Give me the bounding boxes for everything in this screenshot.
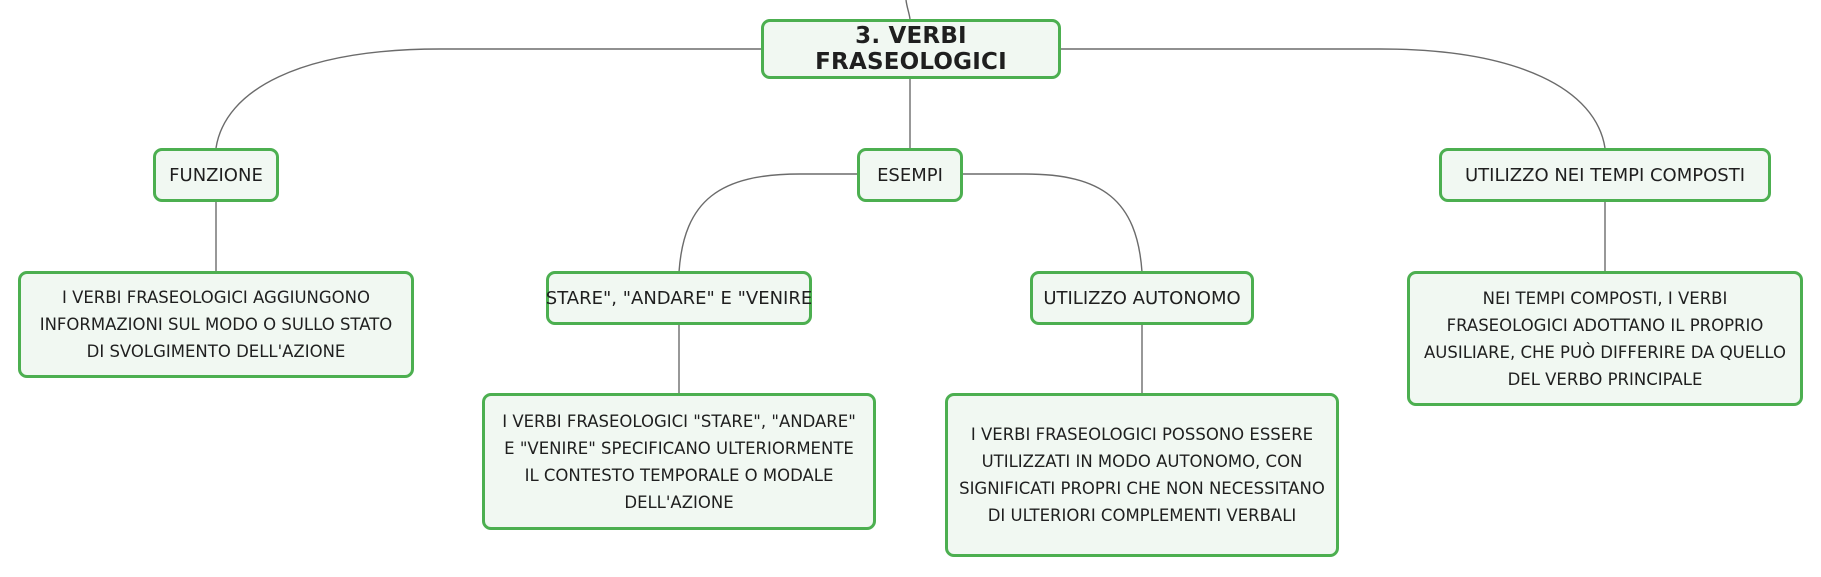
node-autonomo-detail-text: I VERBI FRASEOLOGICI POSSONO ESSERE UTIL…: [959, 425, 1325, 525]
node-tempi-composti-label: UTILIZZO NEI TEMPI COMPOSTI: [1464, 164, 1746, 186]
connector-root-tempi: [1060, 48, 1606, 149]
connector-esempi-stare: [678, 173, 858, 273]
node-stare-andare-venire[interactable]: STARE", "ANDARE" E "VENIRE: [546, 271, 812, 325]
root-node[interactable]: 3. VERBI FRASEOLOGICI: [761, 19, 1061, 79]
node-utilizzo-autonomo-label: UTILIZZO AUTONOMO: [1043, 287, 1241, 309]
root-title: 3. VERBI FRASEOLOGICI: [815, 23, 1007, 75]
node-stare-detail-text: I VERBI FRASEOLOGICI "STARE", "ANDARE" E…: [502, 411, 856, 512]
node-funzione-detail-text: I VERBI FRASEOLOGICI AGGIUNGONO INFORMAZ…: [39, 288, 393, 361]
node-esempi-label: ESEMPI: [877, 164, 943, 186]
connector-incoming-root: [905, 0, 911, 20]
connector-esempi-autonomo: [962, 173, 1143, 273]
node-funzione-label: FUNZIONE: [169, 164, 263, 186]
node-tempi-composti-detail-text: NEI TEMPI COMPOSTI, I VERBI FRASEOLOGICI…: [1424, 288, 1786, 389]
node-esempi[interactable]: ESEMPI: [857, 148, 963, 202]
node-autonomo-detail[interactable]: I VERBI FRASEOLOGICI POSSONO ESSERE UTIL…: [945, 393, 1339, 557]
node-funzione-detail[interactable]: I VERBI FRASEOLOGICI AGGIUNGONO INFORMAZ…: [18, 271, 414, 378]
node-funzione[interactable]: FUNZIONE: [153, 148, 279, 202]
connector-root-funzione: [215, 48, 763, 149]
node-stare-detail[interactable]: I VERBI FRASEOLOGICI "STARE", "ANDARE" E…: [482, 393, 876, 530]
node-stare-andare-venire-label: STARE", "ANDARE" E "VENIRE: [545, 287, 813, 309]
node-tempi-composti[interactable]: UTILIZZO NEI TEMPI COMPOSTI: [1439, 148, 1771, 202]
node-tempi-composti-detail[interactable]: NEI TEMPI COMPOSTI, I VERBI FRASEOLOGICI…: [1407, 271, 1803, 406]
node-utilizzo-autonomo[interactable]: UTILIZZO AUTONOMO: [1030, 271, 1254, 325]
